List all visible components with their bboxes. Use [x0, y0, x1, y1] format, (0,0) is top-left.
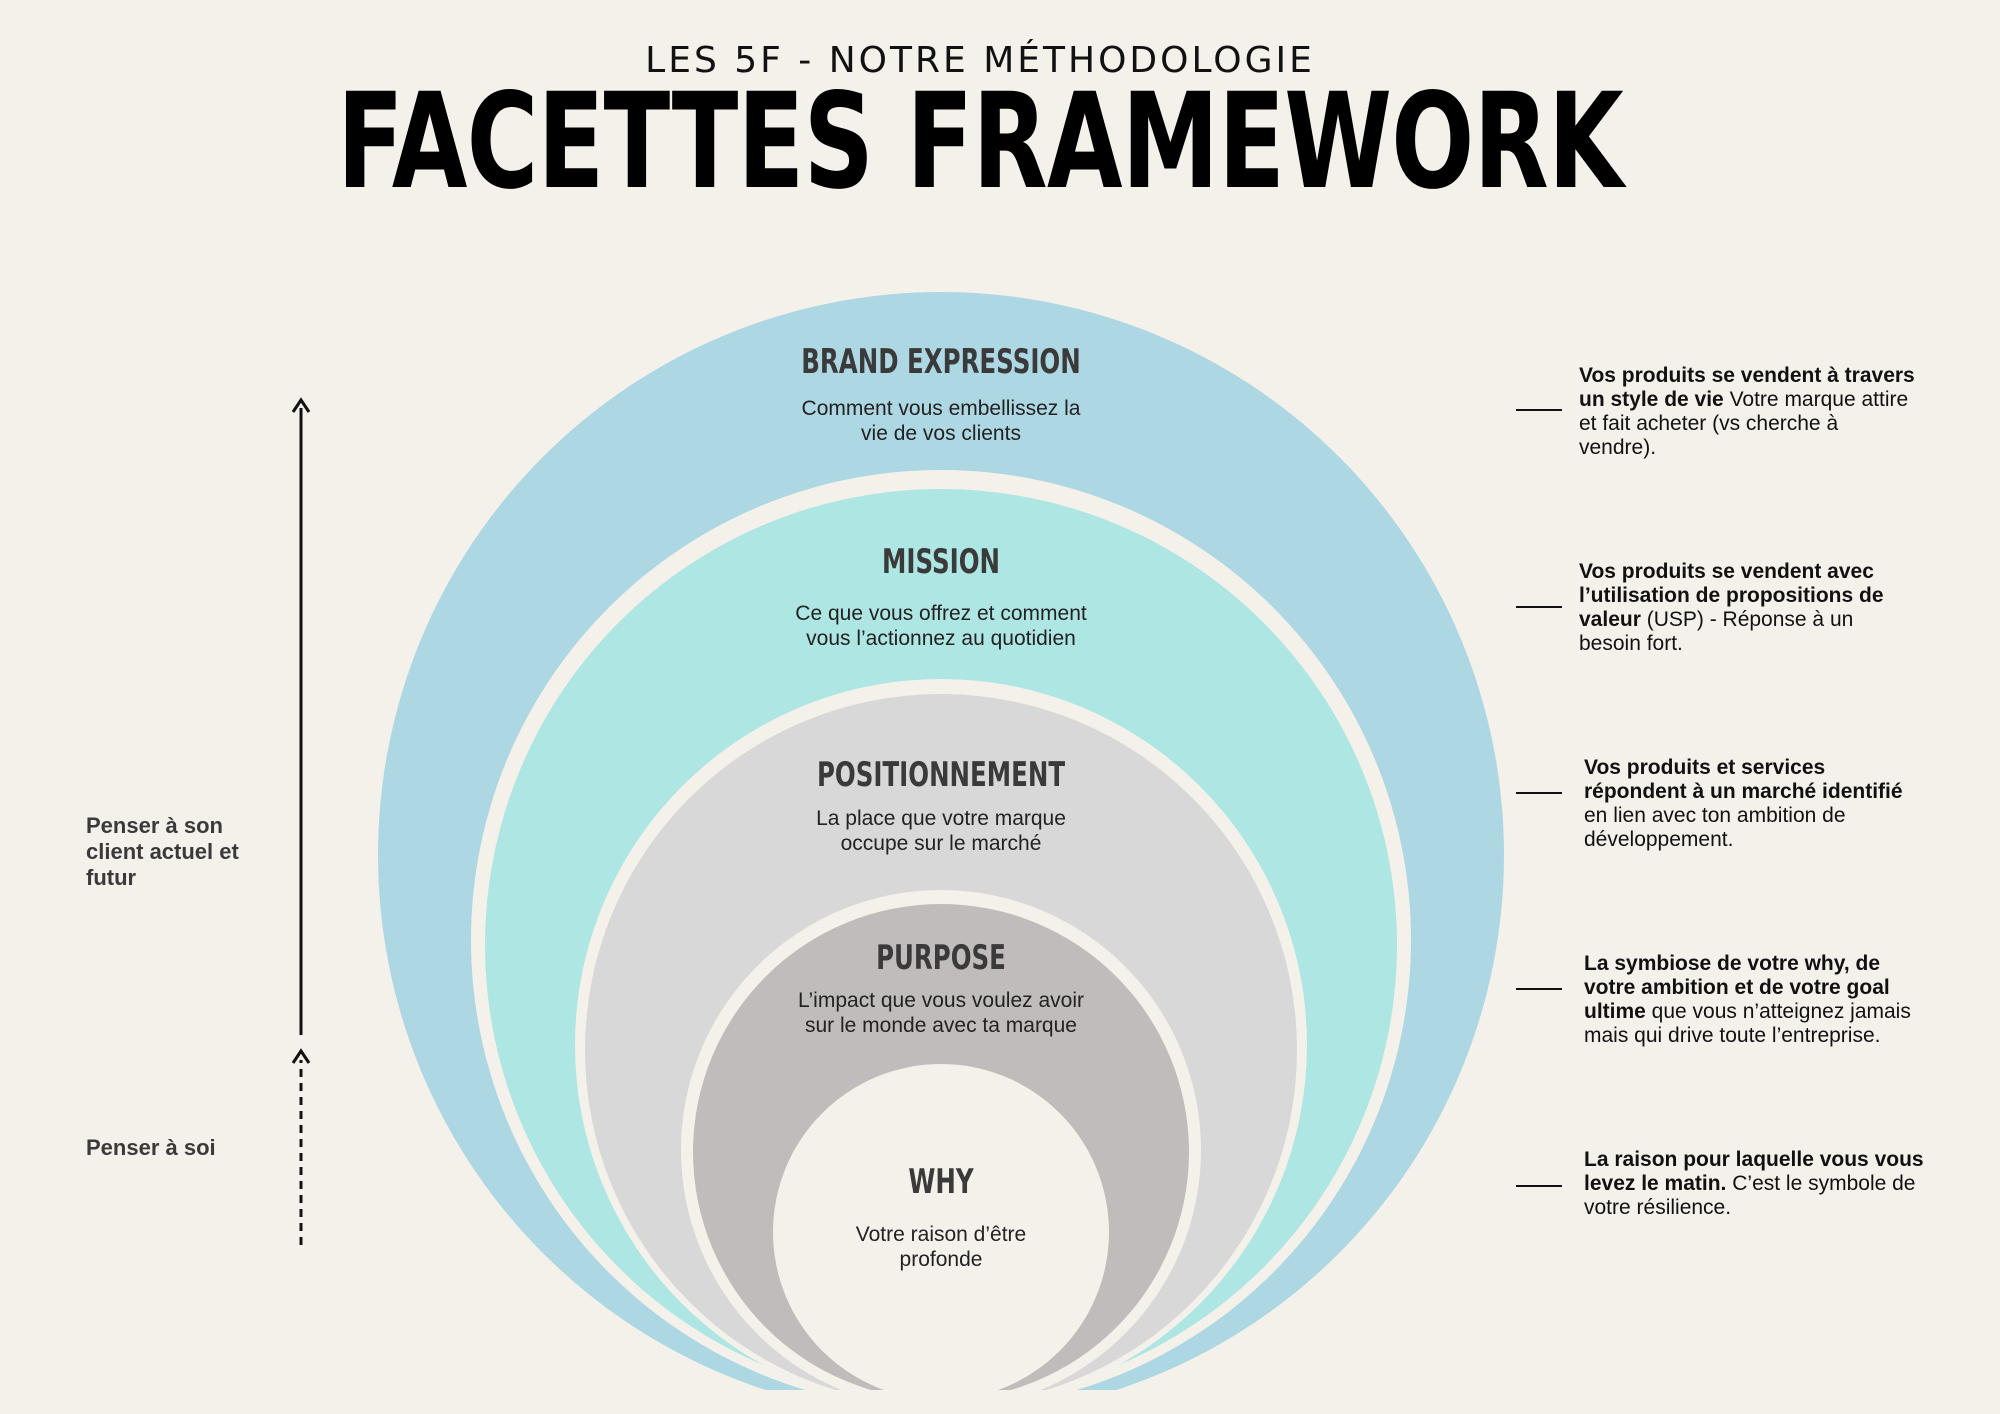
note-brand-expression-bold: Vos produits se vendent à travers un sty…: [1579, 364, 1915, 411]
note-mission-text: (USP) - Réponse à un besoin fort.: [1579, 608, 1854, 655]
note-purpose-text: que vous n’atteignez jamais mais qui dri…: [1584, 1000, 1911, 1047]
layer-desc-mission-line-1: Ce que vous offrez et comment: [795, 602, 1087, 625]
note-mission-bold: Vos produits se vendent avec l’utilisati…: [1579, 560, 1884, 631]
note-positionnement-bold: Vos produits et services répondent à un …: [1584, 756, 1903, 803]
layer-desc-positionnement-line-1: La place que votre marque: [816, 807, 1066, 830]
note-mission: Vos produits se vendent avec l’utilisati…: [1579, 560, 1919, 656]
note-brand-expression: Vos produits se vendent à travers un sty…: [1579, 364, 1919, 460]
layer-desc-purpose-line-2: sur le monde avec ta marque: [805, 1014, 1077, 1037]
layer-desc-why-line-2: profonde: [899, 1248, 983, 1271]
layer-desc-positionnement-line-2: occupe sur le marché: [840, 832, 1042, 855]
layer-desc-brand-expression-line-2: vie de vos clients: [861, 422, 1021, 445]
note-connector-1: [1516, 409, 1562, 411]
note-brand-expression-text: Votre marque attire et fait acheter (vs …: [1579, 388, 1909, 459]
note-connector-3: [1516, 792, 1562, 794]
layer-title-positionnement: POSITIONNEMENT: [816, 755, 1066, 795]
layer-title-why: WHY: [908, 1162, 974, 1202]
note-purpose-bold: La symbiose de votre why, de votre ambit…: [1584, 952, 1890, 1023]
note-connector-4: [1516, 988, 1562, 990]
layer-desc-mission-line-2: vous l’actionnez au quotidien: [806, 627, 1076, 650]
note-why: La raison pour laquelle vous vous levez …: [1584, 1148, 1924, 1220]
layer-desc-positionnement: La place que votre marque occupe sur le …: [741, 806, 1141, 856]
page-title: FACETTES FRAMEWORK: [337, 65, 1624, 219]
axis-label-client: Penser à son client actuel et futur: [86, 813, 239, 890]
note-positionnement-text: en lien avec ton ambition de développeme…: [1584, 804, 1846, 851]
note-purpose: La symbiose de votre why, de votre ambit…: [1584, 952, 1924, 1048]
layer-desc-mission: Ce que vous offrez et comment vous l’act…: [741, 601, 1141, 651]
solid-arrow-head: [291, 397, 311, 413]
note-positionnement: Vos produits et services répondent à un …: [1584, 756, 1924, 852]
layer-desc-purpose: L’impact que vous voulez avoir sur le mo…: [741, 988, 1141, 1038]
note-connector-5: [1516, 1185, 1562, 1187]
layer-desc-why: Votre raison d’être profonde: [741, 1222, 1141, 1272]
layer-desc-why-line-1: Votre raison d’être: [855, 1223, 1027, 1246]
page-subtitle: LES 5F - NOTRE MÉTHODOLOGIE: [645, 40, 1315, 81]
layer-title-brand-expression: BRAND EXPRESSION: [801, 342, 1081, 382]
layer-title-mission: MISSION: [881, 542, 1001, 582]
layer-title-purpose: PURPOSE: [876, 938, 1006, 978]
note-connector-2: [1516, 606, 1562, 608]
ring-why: [773, 1064, 1109, 1390]
layer-desc-brand-expression-line-1: Comment vous embellissez la: [801, 397, 1081, 420]
note-why-bold: La raison pour laquelle vous vous levez …: [1584, 1148, 1924, 1195]
layer-desc-purpose-line-1: L’impact que vous voulez avoir: [798, 989, 1084, 1012]
note-why-text: C’est le symbole de votre résilience.: [1584, 1172, 1916, 1219]
axis-label-self: Penser à soi: [86, 1135, 216, 1160]
layer-desc-brand-expression: Comment vous embellissez la vie de vos c…: [741, 396, 1141, 446]
dashed-arrow-head: [291, 1048, 311, 1064]
